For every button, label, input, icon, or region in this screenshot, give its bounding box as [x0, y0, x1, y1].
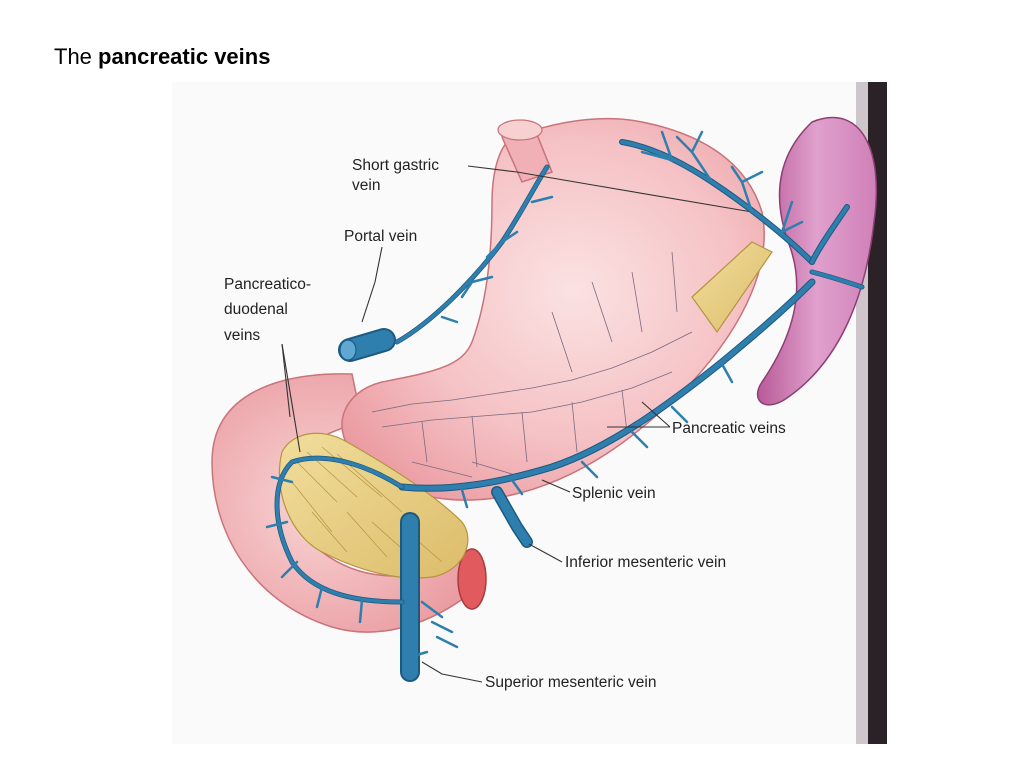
short-gastric-leader	[467, 165, 588, 185]
portal-vein-opening	[339, 339, 357, 361]
label-pancreatic-veins: Pancreatic veins	[672, 420, 786, 437]
label-pancreaticoduodenal-line2: duodenal	[224, 301, 288, 318]
page-edge-shadow	[866, 82, 887, 744]
label-splenic-vein: Splenic vein	[572, 485, 656, 502]
pancreas-tail	[691, 241, 773, 334]
title-bold: pancreatic veins	[98, 44, 271, 69]
label-short-gastric-line1: Short gastric	[352, 157, 439, 174]
label-pancreaticoduodenal-line3: veins	[224, 327, 260, 344]
vein-network	[274, 139, 865, 682]
page-title: The pancreatic veins	[54, 44, 270, 70]
label-portal-vein: Portal vein	[344, 228, 417, 245]
jejunum-opening	[457, 548, 487, 610]
vein-tributaries	[265, 130, 804, 659]
title-prefix: The	[54, 44, 99, 69]
anatomy-illustration: Short gastric vein Portal vein Pancreati…	[172, 82, 887, 744]
superior-mesenteric-leader	[421, 661, 483, 683]
label-pancreaticoduodenal-line1: Pancreatico-	[224, 276, 311, 293]
inferior-mesenteric-leader	[528, 543, 563, 563]
portal-vein-leader	[361, 246, 383, 323]
pancreaticoduodenal-leader-1	[281, 343, 291, 418]
label-short-gastric-line2: vein	[352, 177, 380, 194]
pancreaticoduodenal-leader-2	[281, 343, 301, 453]
gastric-fine-vessels	[371, 251, 693, 478]
esophagus-opening	[497, 119, 543, 141]
label-superior-mesenteric-vein: Superior mesenteric vein	[485, 674, 656, 691]
pancreatic-veins-leader-2	[641, 401, 671, 428]
splenic-vein-leader	[541, 479, 571, 493]
pancreas-lobules	[291, 446, 443, 563]
label-inferior-mesenteric-vein: Inferior mesenteric vein	[565, 554, 726, 571]
short-gastric-leader-extension	[586, 183, 753, 213]
